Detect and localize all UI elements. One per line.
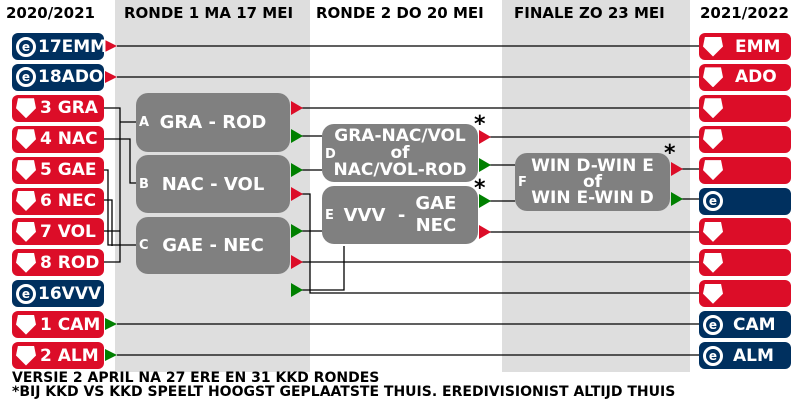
team-label: CAM [733,314,776,335]
kkd-logo-icon [16,252,36,273]
match-b: B NAC - VOL [136,155,290,213]
team-label: 17EMM [38,36,108,57]
match-c: C GAE - NEC [136,217,290,274]
team-badge: 2 ALM [12,342,104,369]
kkd-logo-icon [16,345,36,366]
match-home: VVV - [343,204,406,226]
match-of: of [390,142,410,163]
header-season-2021: 2021/2022 [700,4,789,22]
kkd-logo-icon [16,221,36,242]
arrows [105,40,683,361]
eredivisie-logo-icon: e [16,283,36,304]
team-label: 2 ALM [40,345,99,366]
team-label: 6 NEC [40,191,97,211]
asterisk-f: * [664,141,676,166]
team-badge: 7 VOL [12,218,104,246]
match-tag: A [139,115,150,130]
match-away2: NEC [415,215,457,236]
team-badge: EMM [699,33,791,60]
team-label: 7 VOL [40,221,96,242]
match-line2: WIN E-WIN D [531,188,654,208]
team-badge: e [699,187,791,215]
match-a: A GRA - ROD [136,93,290,152]
team-badge: e CAM [699,311,791,339]
team-badge: 8 ROD [12,249,104,277]
team-badge: ADO [699,63,791,91]
team-label: 16VVV [38,283,102,304]
kkd-logo-icon [16,191,36,211]
eredivisie-logo-icon: e [703,314,723,335]
match-teams: NAC - VOL [161,173,265,195]
match-tag: D [325,147,336,162]
header-round1: RONDE 1 MA 17 MEI [124,4,294,22]
team-label: ALM [733,345,774,366]
team-label: 1 CAM [40,314,101,335]
match-line1: GRA-NAC/VOL [334,125,466,146]
kkd-logo-icon [703,36,723,57]
match-line1: WIN D-WIN E [531,156,654,176]
team-badge: e ALM [699,342,791,369]
team-label: 4 NAC [40,129,98,150]
team-badge [699,249,791,277]
eredivisie-logo-icon: e [703,191,723,211]
eredivisie-logo-icon: e [16,67,36,88]
header-season-2020: 2020/2021 [6,4,95,22]
header-round2: RONDE 2 DO 20 MEI [316,4,484,22]
team-label: EMM [735,36,781,57]
kkd-logo-icon [703,98,723,119]
asterisk-e: * [474,176,486,201]
match-f: F WIN D-WIN E of WIN E-WIN D [515,153,670,211]
team-badge [699,218,791,246]
match-tag: B [139,176,149,192]
match-away1: GAE [415,193,457,214]
kkd-logo-icon [16,98,36,119]
team-badge [699,125,791,153]
footer-note: *BIJ KKD VS KKD SPEELT HOOGST GEPLAATSTE… [12,384,676,400]
kkd-logo-icon [703,129,723,150]
team-badge: 5 GAE [12,156,104,184]
team-label: 5 GAE [40,160,97,181]
kkd-logo-icon [703,283,723,304]
match-teams: GRA - ROD [159,112,267,133]
match-of: of [582,172,603,192]
kkd-logo-icon [16,129,36,150]
match-tag: F [518,175,527,190]
match-teams: GAE - NEC [162,235,264,256]
kkd-logo-icon [703,252,723,273]
footer-version: VERSIE 2 APRIL NA 27 ERE EN 31 KKD RONDE… [12,370,380,386]
eredivisie-logo-icon: e [16,36,36,57]
match-line2: NAC/VOL-ROD [333,159,467,180]
match-tag: C [139,238,149,253]
team-label: 8 ROD [40,252,100,273]
team-label: 3 GRA [40,98,98,119]
kkd-logo-icon [703,221,723,242]
team-badge [699,94,791,122]
match-tag: E [325,207,334,223]
team-badge [699,280,791,308]
team-badge: 4 NAC [12,125,104,153]
team-badge: 6 NEC [12,187,104,215]
match-d: D GRA-NAC/VOL of NAC/VOL-ROD [322,124,478,182]
team-label: ADO [735,67,777,88]
team-badge [699,156,791,184]
kkd-logo-icon [703,160,723,181]
kkd-logo-icon [16,160,36,181]
kkd-logo-icon [703,67,723,88]
team-label: 18ADO [38,67,104,88]
team-badge: 3 GRA [12,94,104,122]
asterisk-d: * [474,112,486,137]
eredivisie-logo-icon: e [703,345,723,366]
team-badge: 1 CAM [12,311,104,339]
kkd-logo-icon [16,314,36,335]
header-final: FINALE ZO 23 MEI [514,4,665,22]
